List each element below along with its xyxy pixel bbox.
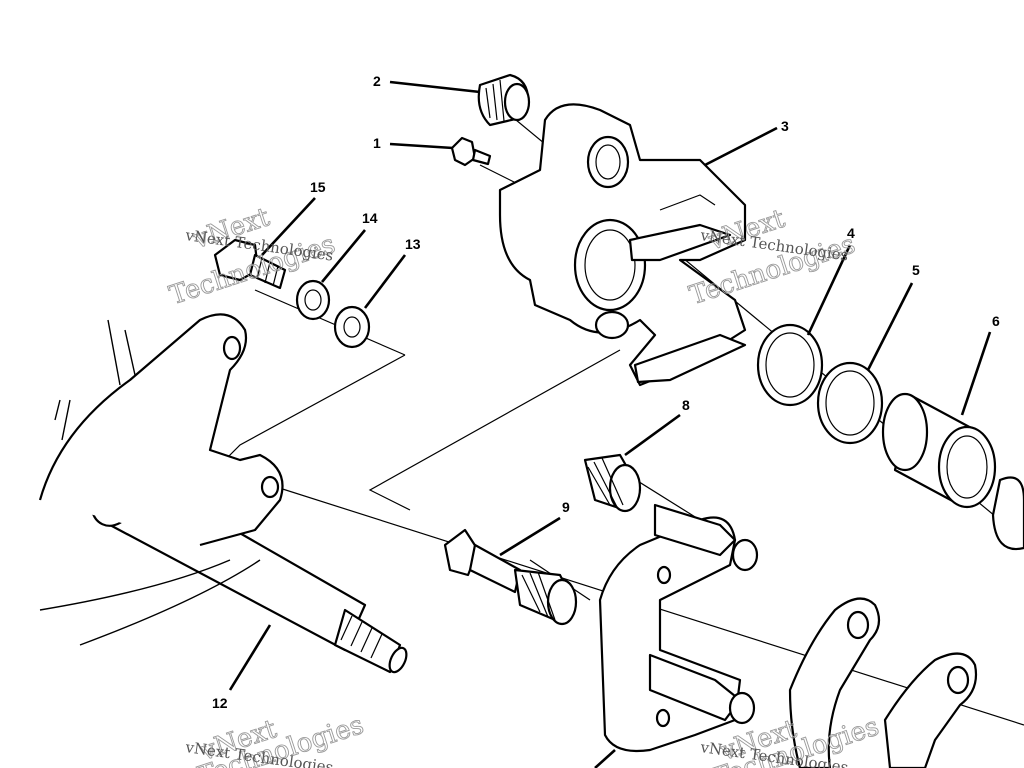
part-15-bolt [213, 238, 287, 290]
callout-3: 3 [781, 118, 789, 134]
part-1-bleeder-screw [450, 136, 492, 167]
part-13-washer [333, 305, 371, 349]
callout-labels: 2 1 3 4 5 6 8 9 12 13 14 15 [212, 73, 1000, 711]
callout-9: 9 [562, 499, 570, 515]
callout-1: 1 [373, 135, 381, 151]
callout-15: 15 [310, 179, 326, 195]
callout-13: 13 [405, 236, 421, 252]
callout-14: 14 [362, 210, 378, 226]
callout-4: 4 [847, 225, 855, 241]
leader-lines [228, 80, 992, 768]
part-5-seal [816, 361, 884, 445]
callout-12: 12 [212, 695, 228, 711]
part-14-lock-washer [295, 279, 331, 321]
part-8-boot [583, 453, 642, 513]
left-arm-bracket [38, 313, 284, 646]
brake-pad-inner [788, 597, 881, 768]
part-4-seal [756, 323, 824, 407]
brake-pad-outer [883, 652, 978, 768]
callout-2: 2 [373, 73, 381, 89]
callout-5: 5 [912, 262, 920, 278]
callout-8: 8 [682, 397, 690, 413]
part-6-piston [881, 392, 1024, 551]
caliper-mounting-bracket [598, 503, 759, 753]
part-3-caliper [498, 103, 747, 387]
part-9-pin [443, 528, 578, 626]
callout-6: 6 [992, 313, 1000, 329]
part-2-cap [477, 73, 531, 127]
